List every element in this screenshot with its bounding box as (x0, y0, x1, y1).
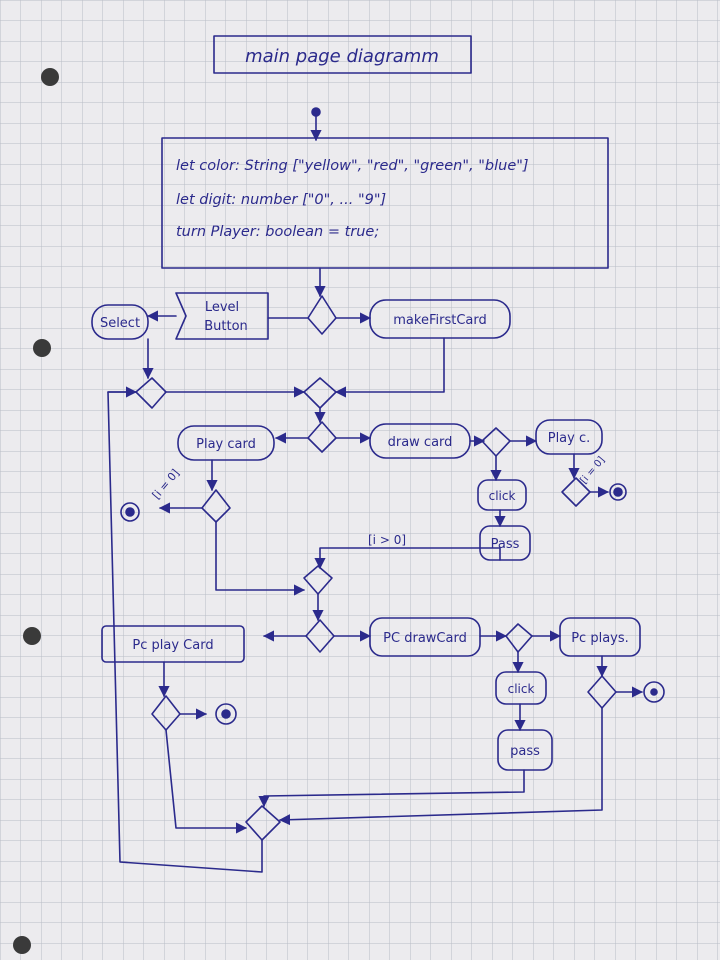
level-button-label-2: Button (204, 319, 248, 334)
binder-hole (41, 68, 59, 86)
final-node-4-inner (650, 688, 658, 696)
pc-play-card-label: Pc play Card (132, 638, 213, 653)
decision-start (307, 295, 337, 335)
click-1-label: click (489, 489, 516, 503)
diagram-title: main page diagramm (245, 46, 439, 67)
binder-hole (33, 339, 51, 357)
final-node-2-outer (609, 483, 627, 501)
pass-2-label: pass (510, 744, 540, 759)
pass-1-node (479, 525, 531, 561)
edge-play-card-continue (215, 521, 306, 596)
select-node (91, 304, 149, 340)
make-first-card-node (369, 299, 511, 339)
play-card-label: Play card (196, 437, 256, 452)
click-1-node (477, 479, 527, 511)
final-node-4-outer (643, 681, 665, 703)
level-button-node (175, 292, 269, 340)
title-box (213, 35, 472, 74)
final-node-1-inner (125, 507, 135, 517)
final-node-1-outer (120, 502, 140, 522)
edge-pass-2-back (258, 769, 525, 808)
edge-pass-1-back (314, 547, 501, 570)
initial-node (311, 107, 321, 117)
draw-card-label: draw card (388, 435, 453, 450)
decision-turn (307, 421, 337, 453)
binder-hole (23, 627, 41, 645)
play-c-label: Play c. (548, 431, 591, 446)
play-c-node (535, 419, 603, 455)
pc-draw-card-label: PC drawCard (383, 631, 467, 646)
select-label: Select (100, 316, 140, 331)
pc-play-card-node (101, 625, 245, 663)
edge-pc-play-card-continue (165, 729, 248, 834)
final-node-3-outer (215, 703, 237, 725)
declaration-line-1: let color: String ["yellow", "red", "gre… (176, 158, 529, 174)
declaration-line-3: turn Player: boolean = true; (176, 224, 379, 240)
final-node-3-inner (221, 709, 231, 719)
decision-pc (305, 619, 335, 653)
decision-select (135, 377, 167, 409)
edge-pc-plays-continue (278, 707, 603, 826)
click-2-label: click (508, 682, 535, 696)
guard-i-gt-0: [i > 0] (368, 533, 406, 547)
play-card-node (177, 425, 275, 461)
edge-make-first-card-back (334, 337, 445, 398)
final-node-2-inner (613, 487, 623, 497)
click-2-node (495, 671, 547, 705)
decision-play-c (561, 477, 591, 507)
declarations-box (161, 137, 609, 269)
pc-draw-card-node (369, 617, 481, 657)
pc-plays-label: Pc plays. (571, 631, 629, 646)
edge-loop-back (107, 386, 263, 873)
pass-1-label: Pass (491, 537, 520, 552)
level-button-label-1: Level (205, 300, 239, 315)
binder-hole (13, 936, 31, 954)
pc-plays-node (559, 617, 641, 657)
make-first-card-label: makeFirstCard (393, 313, 486, 328)
pass-2-node (497, 729, 553, 771)
declaration-line-2: let digit: number ["0", ... "9"] (176, 192, 386, 208)
